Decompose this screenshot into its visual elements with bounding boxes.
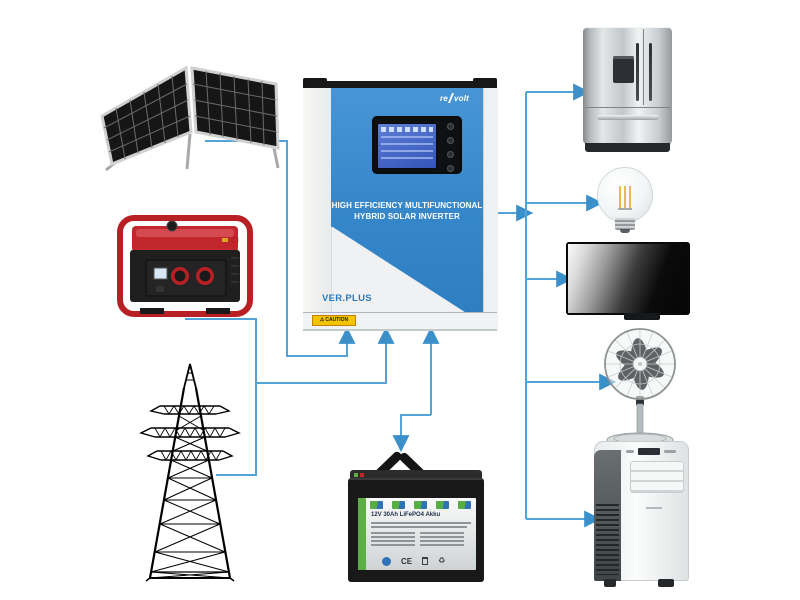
- label-text-line: [420, 536, 464, 538]
- ac-control-display: [638, 448, 660, 455]
- pedestal-fan: [597, 326, 683, 448]
- fridge-base: [585, 143, 670, 152]
- caution-label: ⚠ CAUTION: [312, 315, 356, 326]
- panel-button: [446, 137, 454, 144]
- ce-mark: CE: [401, 556, 413, 566]
- refrigerator: [583, 27, 672, 152]
- panel-buttons: [442, 123, 458, 172]
- ac-front-grille: [630, 461, 684, 493]
- fan-art: [604, 328, 676, 448]
- lcd-display: [377, 123, 437, 169]
- battery-brand-logo: [370, 501, 383, 509]
- label-text-line: [371, 540, 415, 542]
- battery-brand-logo: [436, 501, 449, 509]
- filament-support: [618, 208, 632, 210]
- fridge-door-handle: [636, 43, 639, 101]
- wire-inverter-to-battery: [392, 414, 431, 453]
- bulb-screw-base: [615, 218, 635, 230]
- bulb-filament: [619, 186, 621, 210]
- battery-brand-logo: [458, 501, 471, 509]
- version-label: VER.PLUS: [322, 293, 372, 304]
- fridge-door-seam: [643, 29, 644, 105]
- panel-button: [446, 165, 454, 172]
- tv-screen: [568, 244, 688, 313]
- recycle-icon: ♻: [438, 556, 446, 565]
- tv-stand: [624, 313, 660, 320]
- battery-cert-marks: CE ♻: [382, 555, 472, 567]
- bulb-filament: [629, 186, 631, 210]
- ac-buttons: [664, 450, 676, 453]
- ac-side-vents: [596, 501, 619, 575]
- fridge-freezer-seam: [585, 107, 670, 108]
- label-text-line: [420, 532, 464, 534]
- label-text-line: [371, 544, 415, 546]
- ac-foot: [604, 579, 616, 587]
- television: [566, 242, 690, 322]
- fridge-door-handle: [649, 43, 652, 101]
- ac-foot: [658, 579, 674, 587]
- light-bulb: [596, 166, 656, 233]
- bulb-contact-tip: [620, 229, 630, 233]
- fridge-ice-dispenser: [613, 56, 634, 83]
- wire-grid-to-inverter: [216, 383, 257, 476]
- inverter-headline: HIGH EFFICIENCY MULTIFUNCTIONAL HYBRID S…: [331, 201, 483, 221]
- battery-brand-logo: [414, 501, 427, 509]
- inverter-right-edge: [483, 88, 498, 331]
- inverter-side-panel: [303, 88, 332, 331]
- bulb-filament: [624, 186, 626, 210]
- battery-label: 12V 30Ah LiFePO4 Akku CE ♻: [358, 498, 476, 570]
- label-text-line: [371, 532, 415, 534]
- power-grid-tower: [138, 360, 242, 582]
- panel-button: [446, 123, 454, 130]
- brand-roundel-icon: [382, 556, 391, 566]
- fridge-body: [583, 27, 672, 144]
- generator: [110, 210, 262, 324]
- freezer-drawer-handle: [597, 115, 659, 120]
- mounting-bracket: [307, 81, 493, 89]
- portable-air-conditioner: [594, 441, 689, 587]
- ac-logo-mark: [646, 507, 662, 509]
- label-text-line: [371, 522, 471, 524]
- generator-art: [117, 215, 253, 317]
- panel-button: [446, 151, 454, 158]
- warning-icon: ⚠: [319, 317, 325, 323]
- battery-terminal-red: [360, 473, 364, 477]
- battery-label-title: 12V 30Ah LiFePO4 Akku: [371, 512, 441, 518]
- weee-bin-icon: [422, 557, 429, 565]
- battery-terminal-green: [354, 473, 358, 477]
- battery-brand-logo: [392, 501, 405, 509]
- battery-brand-logos: [370, 501, 473, 510]
- label-text-line: [371, 526, 467, 528]
- control-panel: [372, 116, 462, 174]
- ac-buttons: [626, 450, 634, 453]
- label-text-line: [420, 544, 464, 546]
- solar-panel-art: [100, 65, 280, 172]
- solar-panel: [92, 48, 292, 173]
- battery-label-green-stripe: [358, 498, 366, 570]
- label-text-line: [371, 536, 415, 538]
- tv-frame: [566, 242, 690, 315]
- label-text-line: [420, 540, 464, 542]
- battery: 12V 30Ah LiFePO4 Akku CE ♻: [342, 446, 490, 582]
- tower-art: [139, 363, 241, 582]
